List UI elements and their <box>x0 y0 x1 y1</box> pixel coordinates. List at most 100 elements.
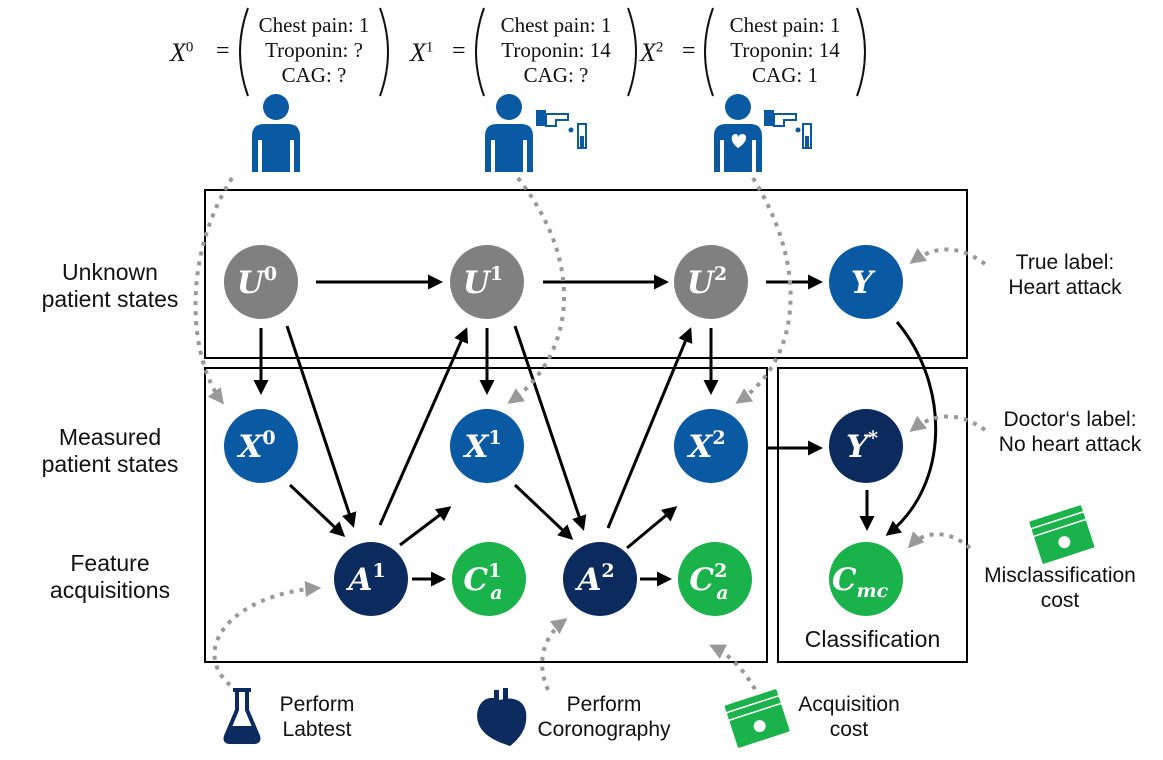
node-label-ystar: Y* <box>846 427 878 465</box>
node-label-x0: X0 <box>236 427 275 465</box>
vector-x2-name: X2 <box>640 38 664 67</box>
node-label-cmc: Cmc <box>832 562 889 602</box>
misclassification-cost-annotation: Misclassification cost <box>970 563 1150 613</box>
row-label-unknown-line1: Unknown <box>62 259 158 285</box>
pointer-acquisition-cost <box>709 644 762 699</box>
pointer-true-label <box>909 247 987 266</box>
node-x2: X2 <box>674 409 748 483</box>
heart-icon <box>477 688 527 746</box>
node-circle-u1 <box>450 245 524 319</box>
row-label-measured-line2: patient states <box>41 451 179 477</box>
classification-box <box>777 367 968 663</box>
true-label-annotation: True label: Heart attack <box>990 250 1140 300</box>
arrow-x0-a1 <box>288 483 346 538</box>
flask-icon <box>223 688 261 744</box>
doctor-label-annotation: Doctor‘s label: No heart attack <box>985 407 1155 457</box>
labtest-annotation: Perform Labtest <box>262 692 372 742</box>
pointer-coronography <box>540 618 568 691</box>
x1-cag: CAG: ? <box>523 63 589 87</box>
node-x0: X0 <box>224 409 298 483</box>
node-circle-x1 <box>450 409 524 483</box>
arrow-y-cmc <box>885 321 938 536</box>
causal-arrows <box>253 274 938 587</box>
row-label-measured-line1: Measured <box>58 424 162 450</box>
patient-heart-test-icon <box>714 94 812 172</box>
arrow-a1-u1 <box>378 327 469 526</box>
row-label-unknown: Unknown patient states <box>25 259 195 313</box>
misclassification-line1: Misclassification <box>984 564 1136 587</box>
x2-cag: CAG: 1 <box>752 63 818 87</box>
vector-x0-values: Chest pain: 1 Troponin: ? CAG: ? <box>248 13 380 88</box>
node-circle-u0 <box>224 245 298 319</box>
patient-blood-test-icon <box>485 94 587 172</box>
acquisition-cost-line1: Acquisition <box>798 693 900 716</box>
row-label-acquisitions: Feature acquisitions <box>25 550 195 604</box>
misclassification-line2: cost <box>1040 589 1080 612</box>
arrow-x1-a2 <box>513 483 574 541</box>
arrow-a2-x2 <box>626 506 678 550</box>
x0-troponin: Troponin: ? <box>265 38 363 62</box>
patient-icon <box>252 94 300 172</box>
node-u2: U2 <box>674 245 748 319</box>
node-label-u0: U0 <box>237 263 277 301</box>
node-u1: U1 <box>450 245 524 319</box>
arrow-a2-u2 <box>606 327 693 529</box>
x2-troponin: Troponin: 14 <box>730 38 840 62</box>
arrow-u0-a1 <box>285 325 357 528</box>
node-label-x2: X2 <box>686 427 725 465</box>
pointer-doctor-label <box>909 414 987 432</box>
coronography-annotation: Perform Coronography <box>524 692 684 742</box>
node-circle-ystar <box>829 409 903 483</box>
node-label-y: Y <box>851 265 876 301</box>
node-label-a1: A1 <box>345 560 385 598</box>
acquisition-cost-line2: cost <box>829 718 869 741</box>
vector-brackets <box>239 7 866 97</box>
row-label-acquisitions-line1: Feature <box>70 550 150 576</box>
pointer-misclassification <box>907 531 972 550</box>
doctor-label-title: Doctor‘s label: <box>1003 408 1137 431</box>
node-circle-a1 <box>334 542 408 616</box>
node-ystar: Y* <box>829 409 903 483</box>
coronography-line2: Coronography <box>537 718 671 741</box>
pointer-x2-vector-to-x2 <box>735 176 793 404</box>
row-label-acquisitions-line2: acquisitions <box>49 577 171 603</box>
node-circle-a2 <box>563 542 637 616</box>
vector-x0-name: X0 <box>170 38 194 67</box>
vector-x1-name: X1 <box>410 38 434 67</box>
node-label-a2: A2 <box>574 560 614 598</box>
pointer-x1-vector-to-x1 <box>507 176 566 404</box>
node-u0: U0 <box>224 245 298 319</box>
node-x1: X1 <box>450 409 524 483</box>
pointer-x0-vector-to-x0 <box>193 176 234 405</box>
classification-label: Classification <box>804 626 941 652</box>
node-label-u2: U2 <box>687 263 727 301</box>
node-circle-x2 <box>674 409 748 483</box>
money-icon <box>1027 503 1096 566</box>
money-icon <box>723 687 792 750</box>
node-a1: A1 <box>334 542 408 616</box>
labtest-line2: Labtest <box>282 718 352 741</box>
node-circle-cmc <box>829 542 903 616</box>
acquisition-cost-annotation: Acquisition cost <box>784 692 914 742</box>
node-cmc: Cmc <box>829 542 903 616</box>
arrow-u1-a2 <box>513 325 587 531</box>
equals-sign: = <box>682 38 696 64</box>
node-a2: A2 <box>563 542 637 616</box>
node-circle-ca1 <box>452 542 526 616</box>
annotation-pointers <box>193 176 987 699</box>
doctor-label-value: No heart attack <box>998 433 1142 456</box>
vector-x1-values: Chest pain: 1 Troponin: 14 CAG: ? <box>484 13 628 88</box>
true-label-title: True label: <box>1015 251 1115 274</box>
x0-chest-pain: Chest pain: 1 <box>258 13 370 37</box>
node-circle-u2 <box>674 245 748 319</box>
vector-x2-values: Chest pain: 1 Troponin: 14 CAG: 1 <box>713 13 857 88</box>
x2-chest-pain: Chest pain: 1 <box>729 13 841 37</box>
x1-chest-pain: Chest pain: 1 <box>500 13 612 37</box>
x0-cag: CAG: ? <box>281 63 347 87</box>
node-circle-y <box>829 245 903 319</box>
